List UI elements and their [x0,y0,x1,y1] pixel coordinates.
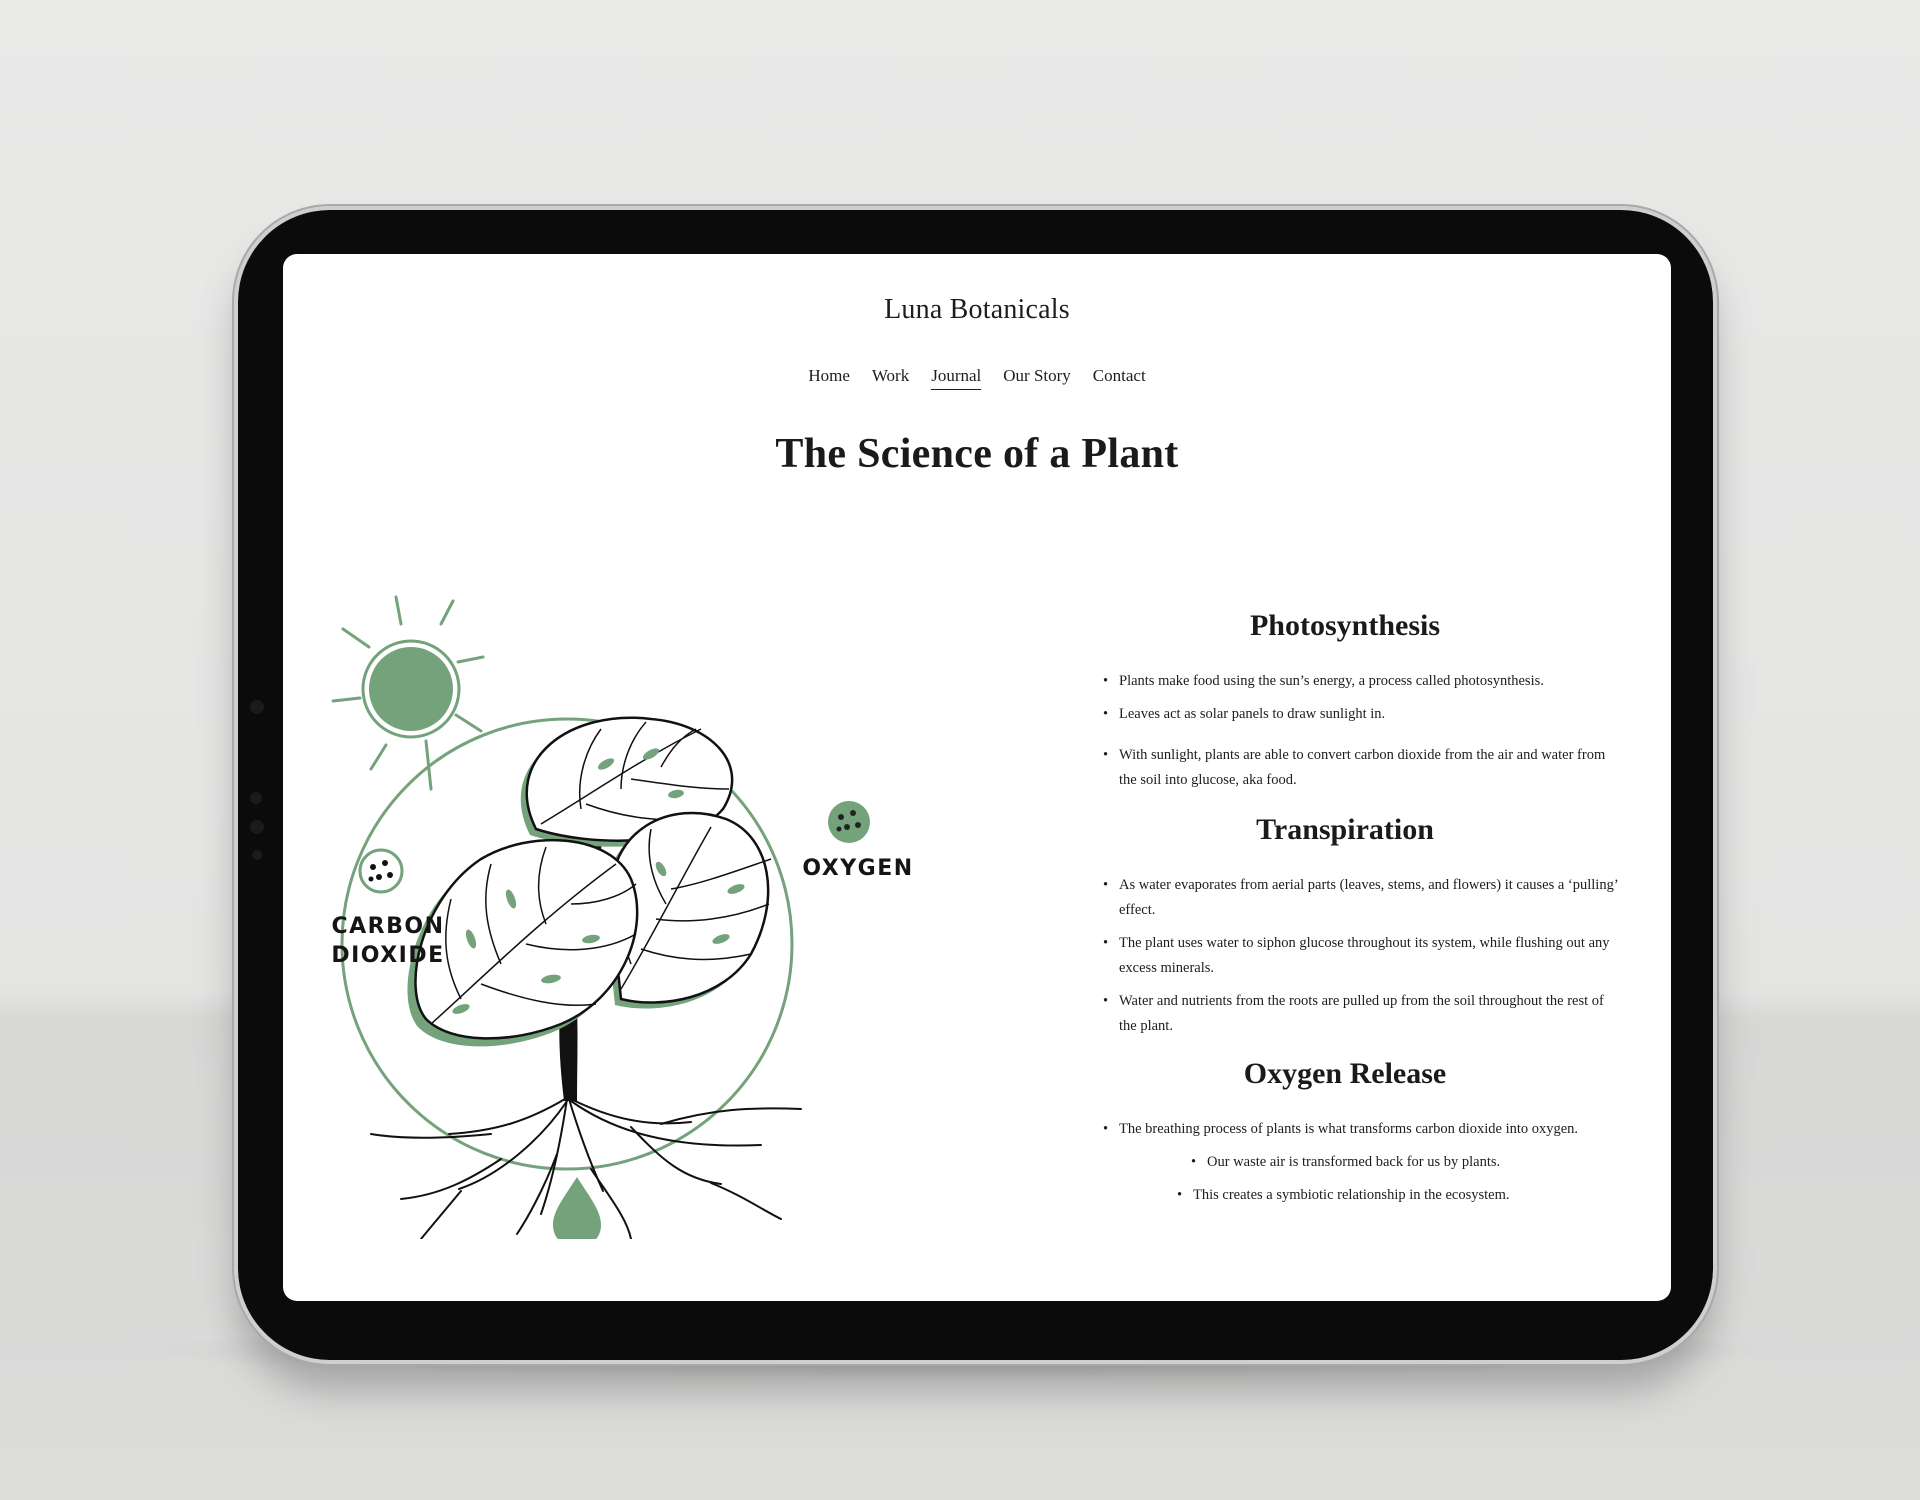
plant-illustration-svg [331,595,870,1247]
carbon-dioxide-label: CARBON DIOXIDE [331,914,445,968]
nav-item-work[interactable]: Work [871,366,910,385]
plant-illustration: CARBON DIOXIDE OXYGEN [331,579,912,1247]
section-heading: Oxygen Release [1243,1057,1447,1090]
camera-dot [250,700,264,714]
section-oxygen-release: Oxygen Release The breathing process of … [1103,1057,1623,1208]
nav-item-journal[interactable]: Journal [931,366,982,390]
list-item: The plant uses water to siphon glucose t… [1103,931,1623,981]
oxygen-label: OXYGEN [802,856,914,881]
section-photosynthesis: Photosynthesis Plants make food using th… [1103,609,1623,793]
list-item: This creates a symbiotic relationship in… [1177,1183,1623,1208]
monstera-leaf-right [604,811,772,1009]
bullet-list: As water evaporates from aerial parts (l… [1103,873,1623,1039]
water-drop-icon [553,1177,601,1247]
list-item: Plants make food using the sun’s energy,… [1103,669,1623,694]
list-item: With sunlight, plants are able to conver… [1103,743,1623,793]
nav-item-contact[interactable]: Contact [1092,366,1146,385]
oxygen-icon [828,801,870,843]
list-item: The breathing process of plants is what … [1103,1117,1623,1142]
section-heading: Photosynthesis [1249,609,1441,642]
sun-icon [331,595,485,791]
nav-item-our-story[interactable]: Our Story [1003,366,1071,385]
plant-circle [340,717,794,1171]
list-item: Leaves act as solar panels to draw sunli… [1103,702,1623,727]
plant-roots [370,1098,802,1240]
section-transpiration: Transpiration As water evaporates from a… [1103,813,1623,1039]
list-item: Our waste air is transformed back for us… [1191,1150,1623,1175]
section-heading: Transpiration [1256,813,1434,846]
list-item: Water and nutrients from the roots are p… [1103,989,1623,1039]
main-nav: Home Work Journal Our Story Contact [283,366,1671,390]
page-title: The Science of a Plant [775,431,1179,477]
bullet-list: The breathing process of plants is what … [1103,1117,1623,1208]
bullet-list: Plants make food using the sun’s energy,… [1103,669,1623,793]
nav-item-home[interactable]: Home [808,366,850,385]
science-text-column: Photosynthesis Plants make food using th… [1103,609,1623,1216]
list-item: As water evaporates from aerial parts (l… [1103,873,1623,923]
camera-dot [250,820,264,834]
tablet-screen: Luna Botanicals Home Work Journal Our St… [283,254,1671,1301]
carbon-dioxide-icon [358,848,404,894]
monstera-leaf-left [407,838,639,1047]
camera-dot [252,850,262,860]
camera-dot [250,792,262,804]
site-brand[interactable]: Luna Botanicals [884,294,1070,325]
